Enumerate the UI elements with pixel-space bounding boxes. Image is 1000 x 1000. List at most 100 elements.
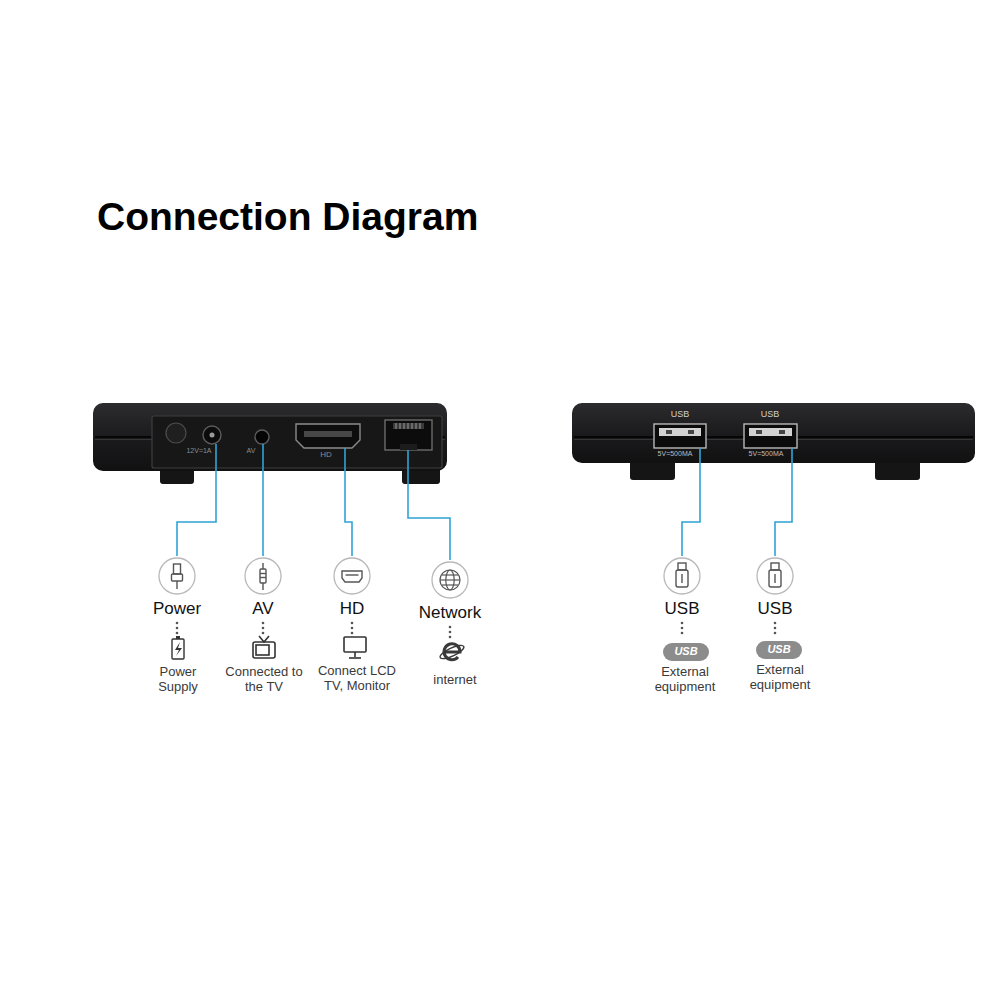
usb-plug-icon (676, 563, 688, 587)
icon-circle (244, 557, 282, 595)
leader-line (345, 448, 352, 556)
port-icon-node: AV (218, 557, 308, 619)
port-icon-node: USB (637, 557, 727, 619)
leader-line (775, 448, 792, 556)
dotted-line (262, 622, 265, 625)
monitor-icon (349, 657, 361, 659)
usb-plug-icon (676, 570, 688, 587)
dotted-line (351, 632, 354, 635)
port-icon-node: Power (132, 557, 222, 619)
icon-circle (431, 561, 469, 599)
port-label: USB (665, 599, 700, 619)
diagram-title: Connection Diagram (97, 194, 478, 240)
port-marking: USB (761, 409, 780, 420)
battery-icon (172, 639, 184, 659)
ethernet-port (393, 423, 424, 429)
tv-icon (253, 642, 275, 658)
monitor-icon (354, 652, 356, 657)
monitor-icon (344, 637, 366, 658)
audio-jack-icon (260, 563, 266, 590)
plug-icon (174, 564, 181, 574)
dotted-line (774, 632, 777, 635)
dotted-line (176, 622, 777, 639)
usb-port (744, 424, 797, 448)
device-caption: External equipment (645, 664, 725, 694)
usb-port (688, 430, 694, 434)
port-rating: 5V=500MA (749, 450, 784, 458)
usb-port (666, 430, 672, 434)
plug-icon (172, 574, 183, 581)
audio-jack-icon (260, 569, 266, 583)
audio-jack-icon (262, 563, 263, 569)
port-marking: HD (320, 450, 332, 459)
usb-port (749, 428, 792, 436)
dotted-line (449, 626, 452, 629)
usb-plug-icon (771, 563, 779, 570)
leader-line (262, 444, 264, 556)
usb-logo (663, 641, 802, 661)
dotted-line (681, 622, 684, 625)
port-label: Power (153, 599, 201, 619)
dotted-line (262, 627, 265, 630)
device-caption: External equipment (740, 662, 820, 692)
tv-box-side (572, 403, 975, 480)
icon-circle-outline (159, 558, 195, 594)
tv-box-rear (93, 403, 447, 471)
battery-icon (176, 636, 180, 639)
usb-port (654, 424, 706, 448)
ethernet-port (385, 420, 432, 450)
dotted-line (176, 622, 179, 625)
usb-logo (663, 643, 709, 661)
icon-circle-outline (664, 558, 700, 594)
av-jack (255, 430, 269, 444)
leader-line (682, 448, 700, 556)
dc-jack (210, 433, 215, 438)
port-label: AV (252, 599, 273, 619)
usb-plug-icon (774, 574, 775, 583)
plug-icon (172, 564, 183, 589)
globe-icon (442, 574, 458, 575)
tv-icon (259, 636, 269, 642)
usb-plug-icon (769, 563, 781, 587)
tv-box-side (572, 403, 975, 463)
port-icon-node: USB (730, 557, 820, 619)
dotted-line (681, 627, 684, 630)
hdmi-icon (342, 571, 362, 582)
icon-circle-outline (334, 558, 370, 594)
icon-circle-outline (757, 558, 793, 594)
plug-icon (176, 581, 177, 589)
dotted-line (176, 627, 179, 630)
leader-line (177, 444, 216, 556)
usb-port (744, 424, 797, 448)
dotted-line (774, 622, 777, 625)
dotted-line (449, 636, 452, 639)
hdmi-icon (342, 571, 362, 582)
av-jack (255, 430, 269, 444)
audio-jack-icon (262, 583, 263, 590)
usb-port (654, 424, 706, 448)
dotted-line (774, 627, 777, 630)
tv-icon (256, 645, 269, 655)
leader-line (408, 450, 450, 560)
usb-plug-icon (678, 563, 686, 570)
dotted-line (449, 631, 452, 634)
port-marking: AV (247, 447, 256, 455)
audio-jack-icon (260, 573, 266, 574)
hdmi-port (296, 424, 360, 448)
usb-logo-text: USB (767, 643, 790, 656)
battery-icon (175, 642, 182, 656)
globe-icon (442, 584, 458, 585)
usb-logo-text: USB (674, 645, 697, 658)
reset-button (166, 423, 186, 443)
dotted-line (681, 632, 684, 635)
usb-port (779, 430, 785, 434)
port-icon-node: HD (307, 557, 397, 619)
tv-box-rear (152, 416, 442, 468)
dotted-line (351, 627, 354, 630)
hdmi-port (304, 431, 352, 437)
tv-box-rear (93, 403, 447, 484)
dotted-line (262, 632, 265, 635)
icon-circle (663, 557, 701, 595)
icon-circle (158, 557, 196, 595)
